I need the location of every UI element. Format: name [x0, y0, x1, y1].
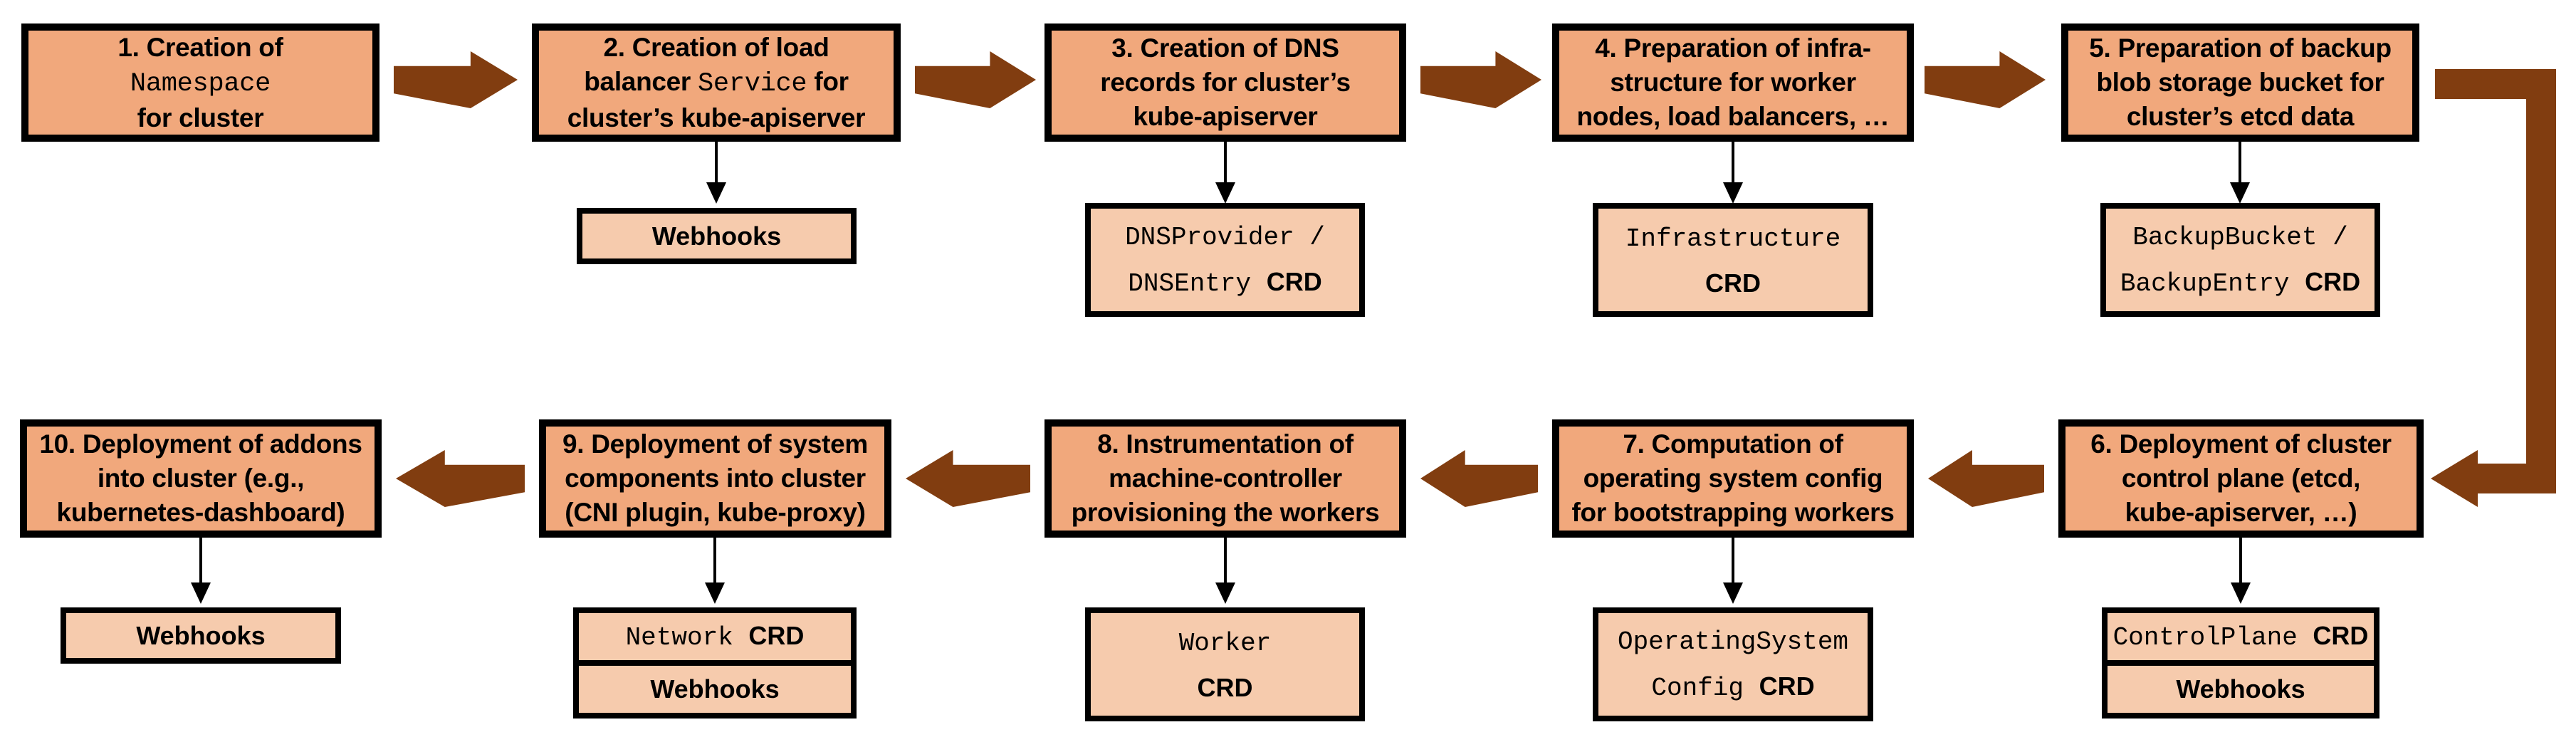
text-line: Infrastructure — [1625, 224, 1841, 254]
text-line: 1. Creation of — [117, 32, 283, 62]
arrow-step3-to-step4-icon — [1420, 51, 1541, 108]
text-line: 4. Preparation of infra- — [1595, 33, 1871, 63]
step-6-crd-row: ControlPlane CRD — [2108, 613, 2374, 660]
step-6-box: 6. Deployment of cluster control plane (e… — [2058, 419, 2424, 538]
step-8-box: 8. Instrumentation of machine-controller p… — [1044, 419, 1406, 538]
text-line: into cluster (e.g., — [97, 464, 305, 493]
text-line: 2. Creation of load — [603, 32, 829, 62]
text-line: kube-apiserver, …) — [2125, 498, 2357, 527]
step-10-box: 10. Deployment of addons into cluster (e.… — [20, 419, 382, 538]
step-6-crd-webhooks-box: ControlPlane CRD Webhooks — [2102, 607, 2379, 719]
text-line: kubernetes-dashboard) — [56, 498, 345, 527]
text-line: kube-apiserver — [1133, 102, 1318, 131]
text-line: (CNI plugin, kube-proxy) — [565, 498, 866, 527]
step-9-box: 9. Deployment of system components into c… — [539, 419, 891, 538]
text-line: Webhooks — [650, 674, 780, 704]
step-9-crd-webhooks-box: Network CRD Webhooks — [573, 607, 857, 719]
text-line: 9. Deployment of system — [562, 429, 868, 459]
text-line: Webhooks — [651, 221, 782, 251]
text-line: CRD — [1705, 268, 1761, 298]
text-line: machine-controller — [1109, 464, 1342, 493]
step-3-box: 3. Creation of DNS records for cluster’s k… — [1044, 23, 1406, 142]
text-line: DNSEntry CRD — [1128, 267, 1322, 298]
step-9-webhooks-row: Webhooks — [579, 660, 851, 713]
text-line: blob storage bucket for — [2096, 68, 2384, 97]
step-1-box: 1. Creation of Namespace for cluster — [21, 23, 379, 142]
text-line: Worker — [1178, 628, 1272, 658]
step-2-box: 2. Creation of load balancer Service for c… — [532, 23, 901, 142]
step-10-webhooks-box: Webhooks — [61, 607, 341, 664]
step-7-box: 7. Computation of operating system config… — [1552, 419, 1914, 538]
step-5-box: 5. Preparation of backup blob storage buc… — [2061, 23, 2419, 142]
arrow-step8-to-step9-icon — [906, 450, 1030, 507]
text-line: structure for worker — [1610, 68, 1856, 97]
text-line: CRD — [1197, 672, 1253, 702]
text-line: 5. Preparation of backup — [2089, 33, 2392, 63]
text-line: 8. Instrumentation of — [1097, 429, 1354, 459]
text-line: for cluster — [137, 103, 264, 132]
step-9-crd-row: Network CRD — [579, 613, 851, 660]
text-line: cluster’s kube-apiserver — [567, 103, 866, 132]
arrow-step1-to-step2-icon — [394, 51, 518, 108]
text-line: DNSProvider / — [1125, 223, 1325, 252]
text-line: BackupBucket / — [2132, 223, 2348, 252]
text-line: nodes, load balancers, … — [1576, 102, 1890, 131]
step-2-webhooks-box: Webhooks — [577, 208, 857, 264]
arrow-step6-to-step7-icon — [1928, 450, 2044, 507]
arrow-step2-to-step3-icon — [915, 51, 1036, 108]
text-line: components into cluster — [565, 464, 866, 493]
text-line: for bootstrapping workers — [1571, 498, 1895, 527]
text-line: 7. Computation of — [1623, 429, 1843, 459]
step-5-crd-box: BackupBucket / BackupEntry CRD — [2100, 203, 2380, 317]
text-line: Webhooks — [136, 620, 266, 650]
step-3-crd-box: DNSProvider / DNSEntry CRD — [1085, 203, 1365, 317]
text-line: control plane (etcd, — [2121, 464, 2361, 493]
text-line: 6. Deployment of cluster — [2090, 429, 2392, 459]
text-line: records for cluster’s — [1100, 68, 1351, 97]
text-line: provisioning the workers — [1071, 498, 1380, 527]
text-line: Config CRD — [1651, 672, 1815, 703]
text-line: cluster’s etcd data — [2126, 102, 2355, 131]
text-line: balancer Service for — [584, 66, 849, 99]
text-line: BackupEntry CRD — [2120, 267, 2361, 298]
arrow-step4-to-step5-icon — [1925, 51, 2046, 108]
arrow-step9-to-step10-icon — [396, 450, 525, 507]
step-4-box: 4. Preparation of infra-structure for wo… — [1552, 23, 1914, 142]
text-line: 10. Deployment of addons — [39, 429, 362, 459]
text-line: Webhooks — [2176, 674, 2305, 704]
text-line: 3. Creation of DNS — [1111, 33, 1339, 63]
step-6-webhooks-row: Webhooks — [2108, 660, 2374, 713]
text-line: OperatingSystem — [1617, 627, 1849, 657]
text-line: Namespace — [130, 68, 271, 99]
text-line: operating system config — [1583, 464, 1883, 493]
text-line: Network CRD — [625, 620, 805, 652]
arrow-step7-to-step8-icon — [1420, 450, 1538, 507]
text-line: ControlPlane CRD — [2112, 620, 2369, 652]
